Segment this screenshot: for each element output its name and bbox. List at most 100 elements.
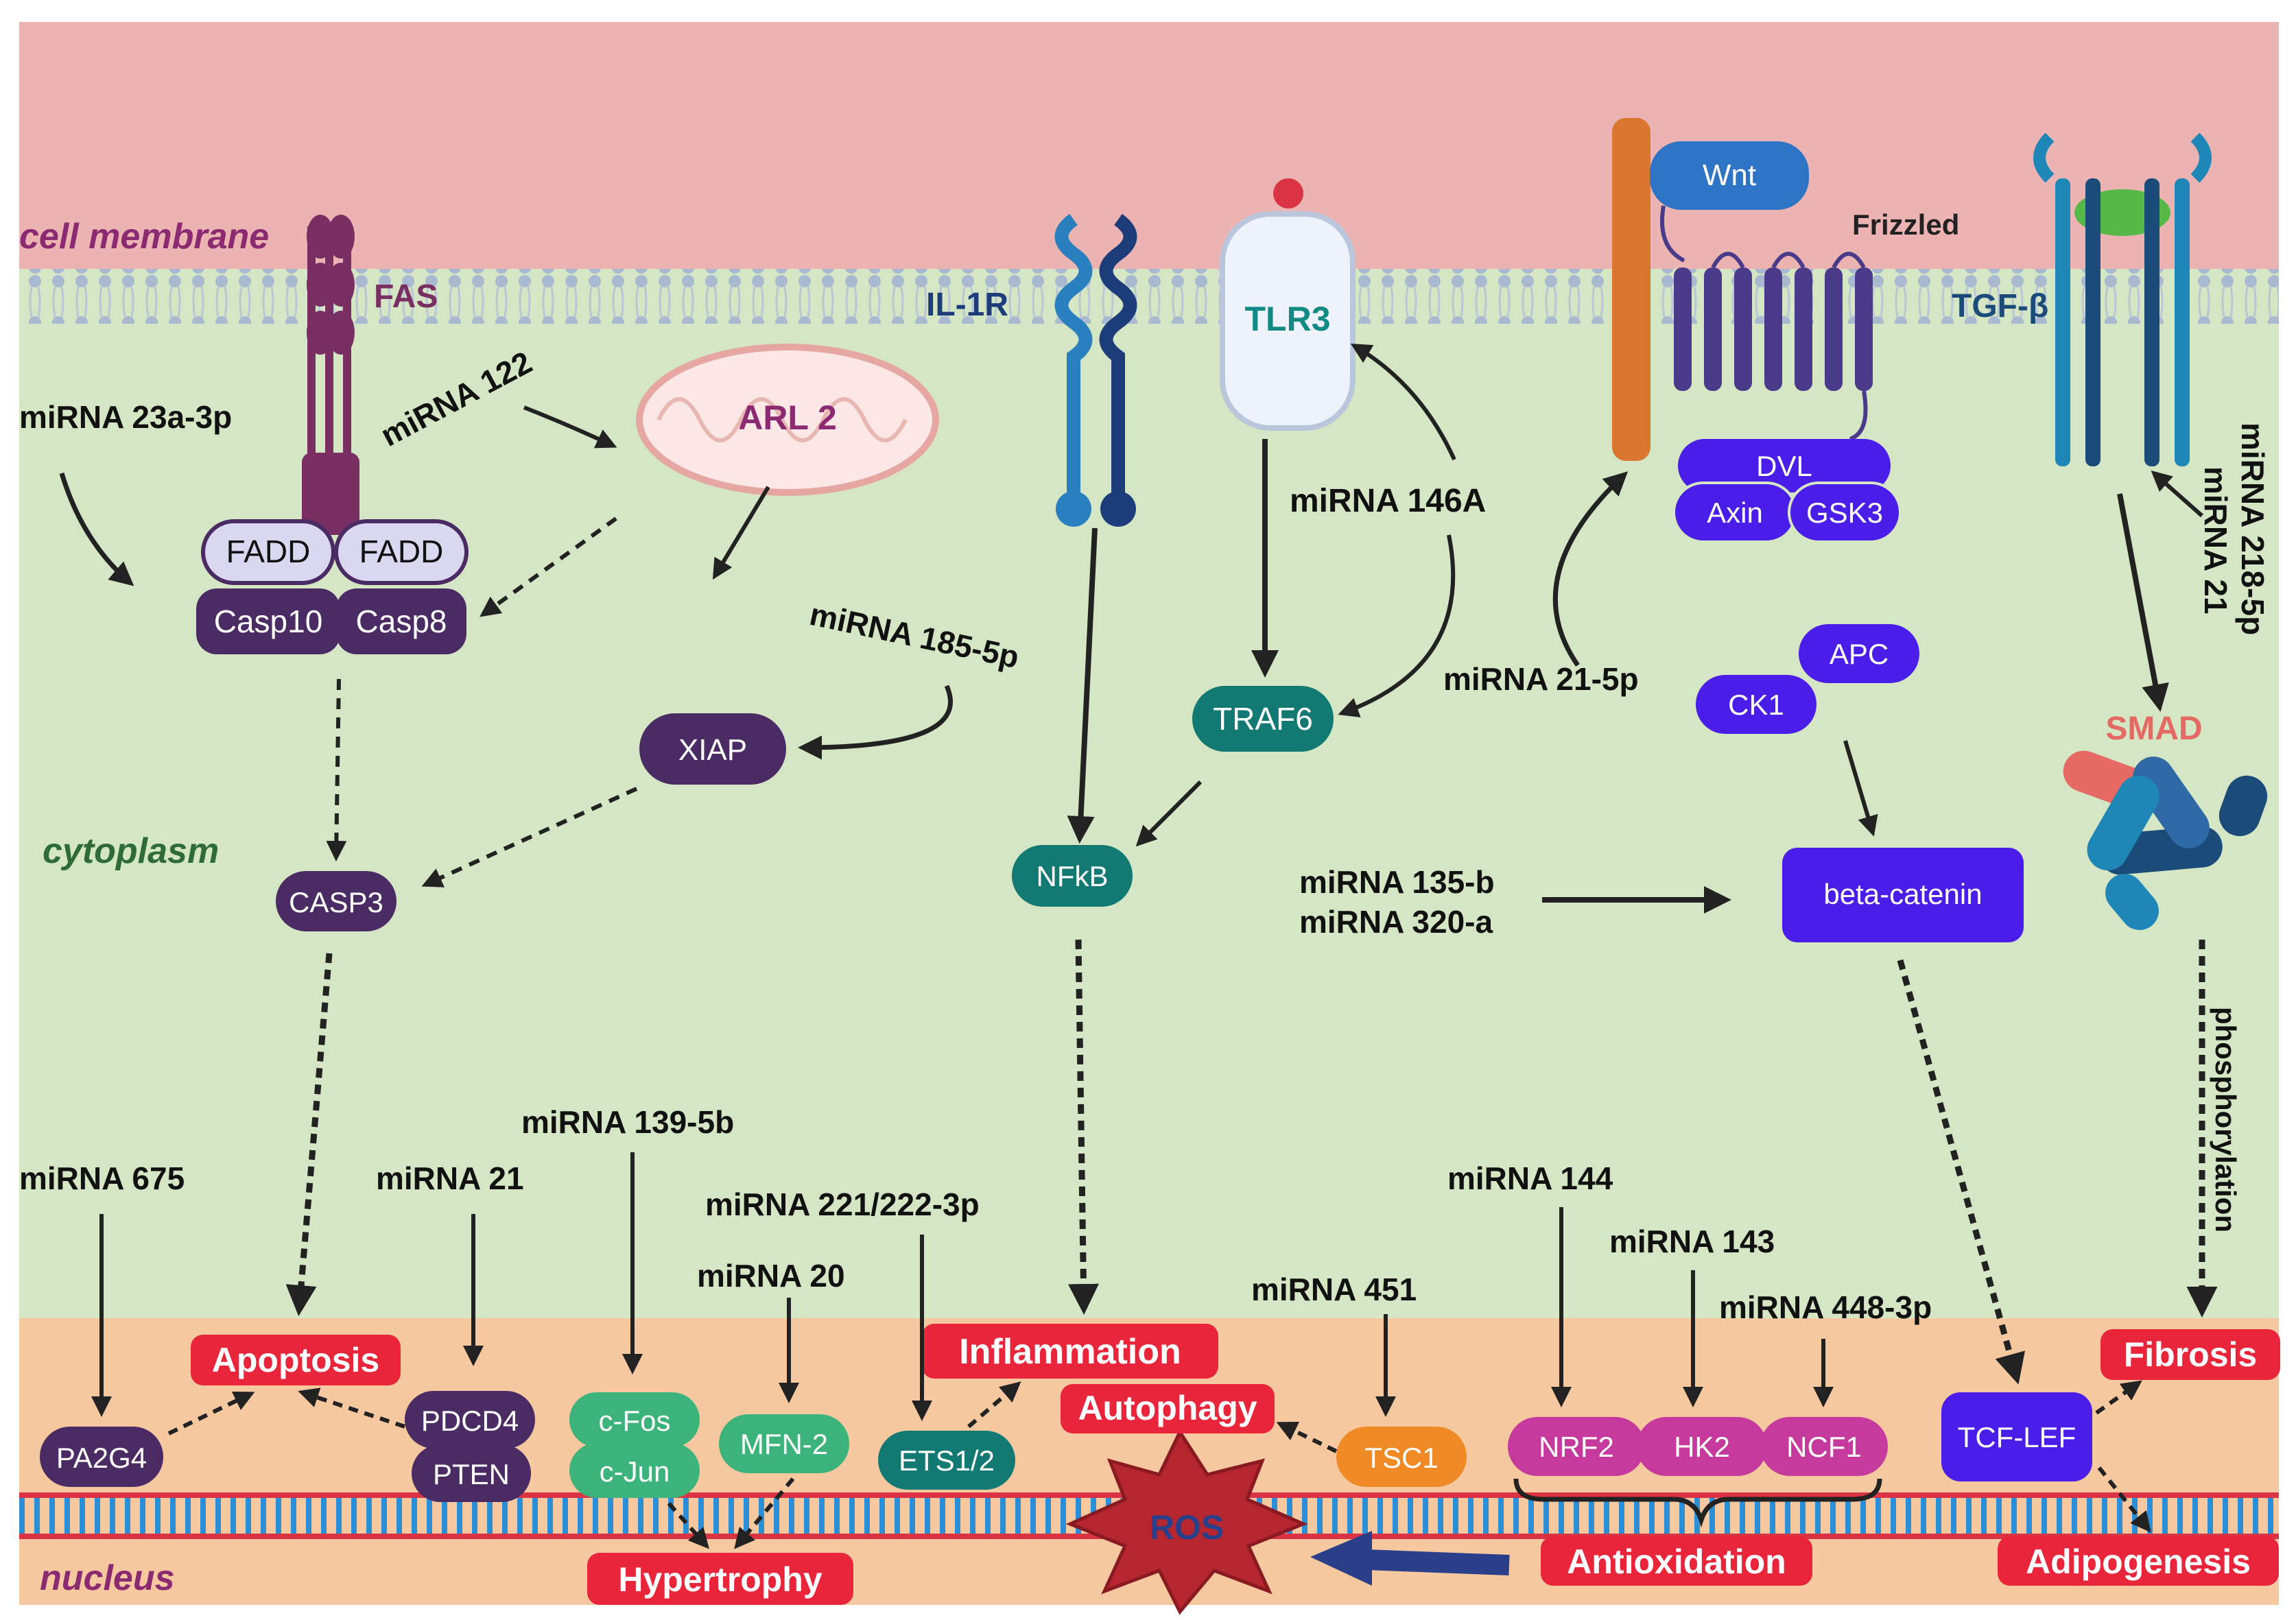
tsc1: TSC1 <box>1336 1427 1467 1487</box>
dash-betacatenin-to-tcflef <box>1897 959 2026 1385</box>
mirna-448-3p: miRNA 448-3p <box>1719 1289 1932 1325</box>
lrp-coreceptor <box>1612 118 1650 461</box>
hk2: HK2 <box>1637 1417 1767 1476</box>
dash-nfkb-to-inflammation <box>1067 939 1099 1315</box>
svg-text:c-Jun: c-Jun <box>600 1455 670 1488</box>
arrow-23a-to-casp10 <box>59 472 134 586</box>
smad-complex <box>2063 750 2268 931</box>
phosphorylation-label: phosphorylation <box>2210 1007 2242 1232</box>
svg-text:ETS1/2: ETS1/2 <box>899 1444 995 1477</box>
svg-text:FADD: FADD <box>226 534 311 569</box>
arrow-apc-to-betacatenin <box>1843 740 1878 837</box>
tlr3-receptor: TLR3 <box>1220 178 1356 431</box>
fadd-left: FADD <box>201 519 335 585</box>
casp10: Casp10 <box>196 588 340 654</box>
axin: Axin <box>1672 481 1797 543</box>
svg-text:TSC1: TSC1 <box>1364 1442 1438 1474</box>
svg-text:Hypertrophy: Hypertrophy <box>618 1560 822 1599</box>
wnt-ligand: Wnt <box>1650 141 1809 210</box>
svg-text:Adipogenesis: Adipogenesis <box>2026 1542 2251 1581</box>
mirna-20: miRNA 20 <box>697 1258 845 1294</box>
dash-tcflef-to-adipogenesis <box>2097 1466 2151 1533</box>
ncf1: NCF1 <box>1760 1417 1888 1476</box>
fas-label: FAS <box>374 278 438 315</box>
lipid-bilayer <box>19 269 2279 324</box>
traf6: TRAF6 <box>1192 686 1334 752</box>
dash-xiap-to-casp3 <box>421 787 638 888</box>
svg-text:ARL 2: ARL 2 <box>738 398 837 437</box>
svg-text:NCF1: NCF1 <box>1786 1431 1862 1463</box>
arrow-21-5p-to-lrp <box>1552 471 1629 667</box>
frizzled-receptor <box>1660 205 1873 441</box>
mirna-144: miRNA 144 <box>1447 1160 1613 1196</box>
dash-arl2-to-casp8 <box>480 516 617 617</box>
cjun: c-Jun <box>569 1443 700 1498</box>
mirna-135-b: miRNA 135-b <box>1299 864 1495 900</box>
dash-tsc1-to-autophagy <box>1276 1422 1338 1453</box>
tcf-lef: TCF-LEF <box>1941 1392 2092 1481</box>
svg-text:c-Fos: c-Fos <box>599 1405 671 1437</box>
outcome-antioxidation: Antioxidation <box>1541 1536 1812 1586</box>
casp8: Casp8 <box>336 588 466 654</box>
apc: APC <box>1799 624 1919 683</box>
svg-text:TLR3: TLR3 <box>1245 300 1331 338</box>
svg-text:Wnt: Wnt <box>1703 158 1756 192</box>
cytoplasm-region <box>19 269 2279 1318</box>
dash-casp3-to-apoptosis <box>285 953 333 1316</box>
svg-text:Antioxidation: Antioxidation <box>1567 1542 1786 1581</box>
mirna-21-pdcd4: miRNA 21 <box>376 1160 524 1196</box>
il1r-label: IL-1R <box>926 287 1008 323</box>
dvl: DVL <box>1678 439 1891 492</box>
arl2-mitochondrion: ARL 2 <box>636 344 939 496</box>
arrow-146a-to-tlr3 <box>1350 343 1456 461</box>
pa2g4: PA2G4 <box>40 1427 163 1487</box>
outcome-apoptosis: Apoptosis <box>191 1335 401 1385</box>
arrow-arl2-to-xiap <box>712 486 770 580</box>
beta-catenin: beta-catenin <box>1782 848 2024 942</box>
svg-text:Apoptosis: Apoptosis <box>212 1341 379 1379</box>
il1r-receptor <box>1054 213 1137 527</box>
tgfb-receptor <box>2033 132 2212 466</box>
svg-text:ROS: ROS <box>1150 1508 1224 1547</box>
svg-text:PA2G4: PA2G4 <box>56 1442 147 1474</box>
dash-ets12-to-inflammation <box>967 1381 1021 1429</box>
cfos: c-Fos <box>569 1392 700 1447</box>
membrane-label: cell membrane <box>19 217 269 257</box>
arrow-tgfb-to-smad <box>2117 493 2169 712</box>
mirna-146a: miRNA 146A <box>1290 483 1486 519</box>
svg-text:MFN-2: MFN-2 <box>740 1428 828 1460</box>
svg-text:Casp8: Casp8 <box>356 604 447 639</box>
arrow-traf6-to-nfkb <box>1135 780 1203 847</box>
svg-text:FADD: FADD <box>359 534 444 569</box>
ets12: ETS1/2 <box>878 1431 1015 1490</box>
outcome-inflammation: Inflammation <box>922 1324 1218 1379</box>
membrane-region <box>19 22 2279 269</box>
mirna-139-5b: miRNA 139-5b <box>521 1104 734 1140</box>
mirna-451: miRNA 451 <box>1251 1272 1417 1307</box>
svg-text:APC: APC <box>1830 638 1889 670</box>
ck1: CK1 <box>1696 675 1816 734</box>
dash-tcflef-to-fibrosis <box>2095 1380 2142 1415</box>
mirna-320-a: miRNA 320-a <box>1299 904 1493 940</box>
arrow-il1r-to-nfkb <box>1067 527 1098 844</box>
svg-text:beta-catenin: beta-catenin <box>1823 878 1982 910</box>
mirna-21-5p: miRNA 21-5p <box>1443 661 1639 697</box>
dash-casp-to-casp3 <box>326 678 347 861</box>
svg-text:PTEN: PTEN <box>433 1458 510 1490</box>
svg-text:TRAF6: TRAF6 <box>1213 701 1313 737</box>
svg-text:XIAP: XIAP <box>678 733 747 767</box>
svg-text:NRF2: NRF2 <box>1539 1431 1614 1463</box>
tgfb-label: TGF-β <box>1952 288 2048 324</box>
antioxidation-brace <box>1513 1478 1882 1528</box>
svg-text:Fibrosis: Fibrosis <box>2124 1335 2257 1374</box>
svg-text:Inflammation: Inflammation <box>959 1332 1181 1372</box>
svg-text:CASP3: CASP3 <box>289 886 383 918</box>
dash-mfn2-to-hypertrophy <box>734 1477 795 1549</box>
mirna-21-tgf: miRNA 21 <box>2198 466 2234 615</box>
svg-text:NFkB: NFkB <box>1037 860 1109 892</box>
svg-text:TCF-LEF: TCF-LEF <box>1958 1421 2076 1453</box>
outcome-hypertrophy: Hypertrophy <box>587 1553 853 1605</box>
svg-text:PDCD4: PDCD4 <box>421 1405 519 1437</box>
cytoplasm-label: cytoplasm <box>43 831 219 871</box>
